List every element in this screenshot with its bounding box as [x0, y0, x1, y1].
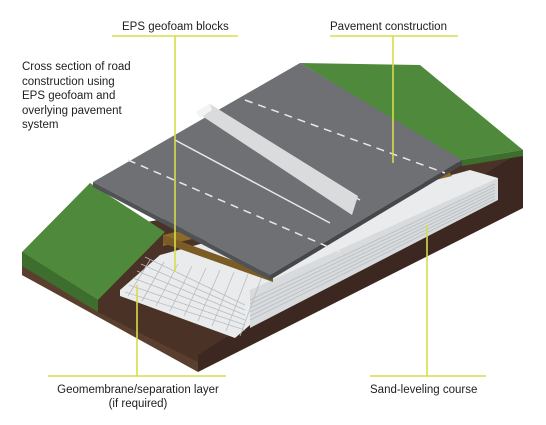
eps-grid-line: [211, 271, 235, 327]
eps-grid-line: [124, 291, 246, 331]
caption-line: EPS geofoam and: [22, 90, 116, 102]
eps-block-grid: [124, 183, 496, 337]
eps-grid-line: [141, 261, 165, 302]
geomembrane-label: Geomembrane/separation layer (if require…: [48, 383, 228, 411]
eps-grid-line: [197, 269, 221, 322]
leader-lines: [48, 35, 486, 377]
pavement-surface: [93, 63, 462, 275]
eps-grid-line: [249, 192, 496, 313]
eps-grid-line: [128, 284, 246, 326]
pavement-front-edge: [93, 182, 270, 280]
eps-grid-line: [249, 189, 496, 309]
left-grass-front: [22, 252, 98, 312]
sand-leveling-course-label: Sand-leveling course: [370, 384, 478, 396]
eps-grid-line: [249, 186, 496, 305]
eps-grid-line: [249, 195, 496, 317]
eps-grid-line: [183, 267, 207, 317]
eps-grid-line: [127, 259, 151, 297]
pavement-construction-label: Pavement construction: [330, 21, 447, 33]
caption-line: overlying pavement: [22, 104, 122, 117]
eps-grid-line: [249, 198, 496, 321]
eps-grid-line: [132, 277, 246, 321]
median-barrier-top: [196, 104, 212, 118]
eps-geofoam-blocks-label: EPS geofoam blocks: [122, 21, 229, 33]
right-grass-top: [300, 63, 523, 160]
eps-grid-line: [239, 275, 263, 337]
sand-front-edge: [163, 235, 273, 282]
geomembrane-label-line2: (if required): [108, 398, 168, 410]
caption-line: system: [22, 119, 59, 131]
right-grass-edge: [460, 150, 523, 166]
diagram-caption: Cross section of road construction using…: [22, 60, 131, 133]
pavement-right-edge: [270, 160, 462, 280]
geomembrane-label-line1: Geomembrane/separation layer: [57, 384, 219, 396]
eps-grid-line: [225, 273, 249, 332]
caption-line: construction using: [22, 75, 115, 88]
eps-grid-line: [169, 265, 193, 312]
left-grass-top: [22, 183, 165, 300]
caption-line: Cross section of road: [22, 61, 131, 73]
eps-grid-line: [249, 183, 496, 301]
eps-grid-line: [144, 256, 246, 306]
median-barrier: [196, 104, 358, 215]
